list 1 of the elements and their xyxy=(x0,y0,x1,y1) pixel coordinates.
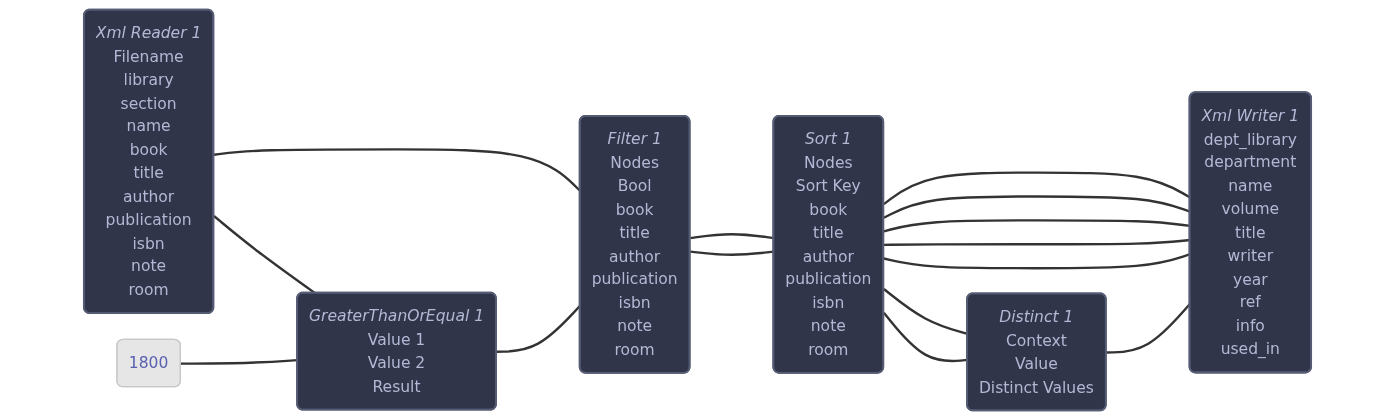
connector xyxy=(180,358,298,365)
